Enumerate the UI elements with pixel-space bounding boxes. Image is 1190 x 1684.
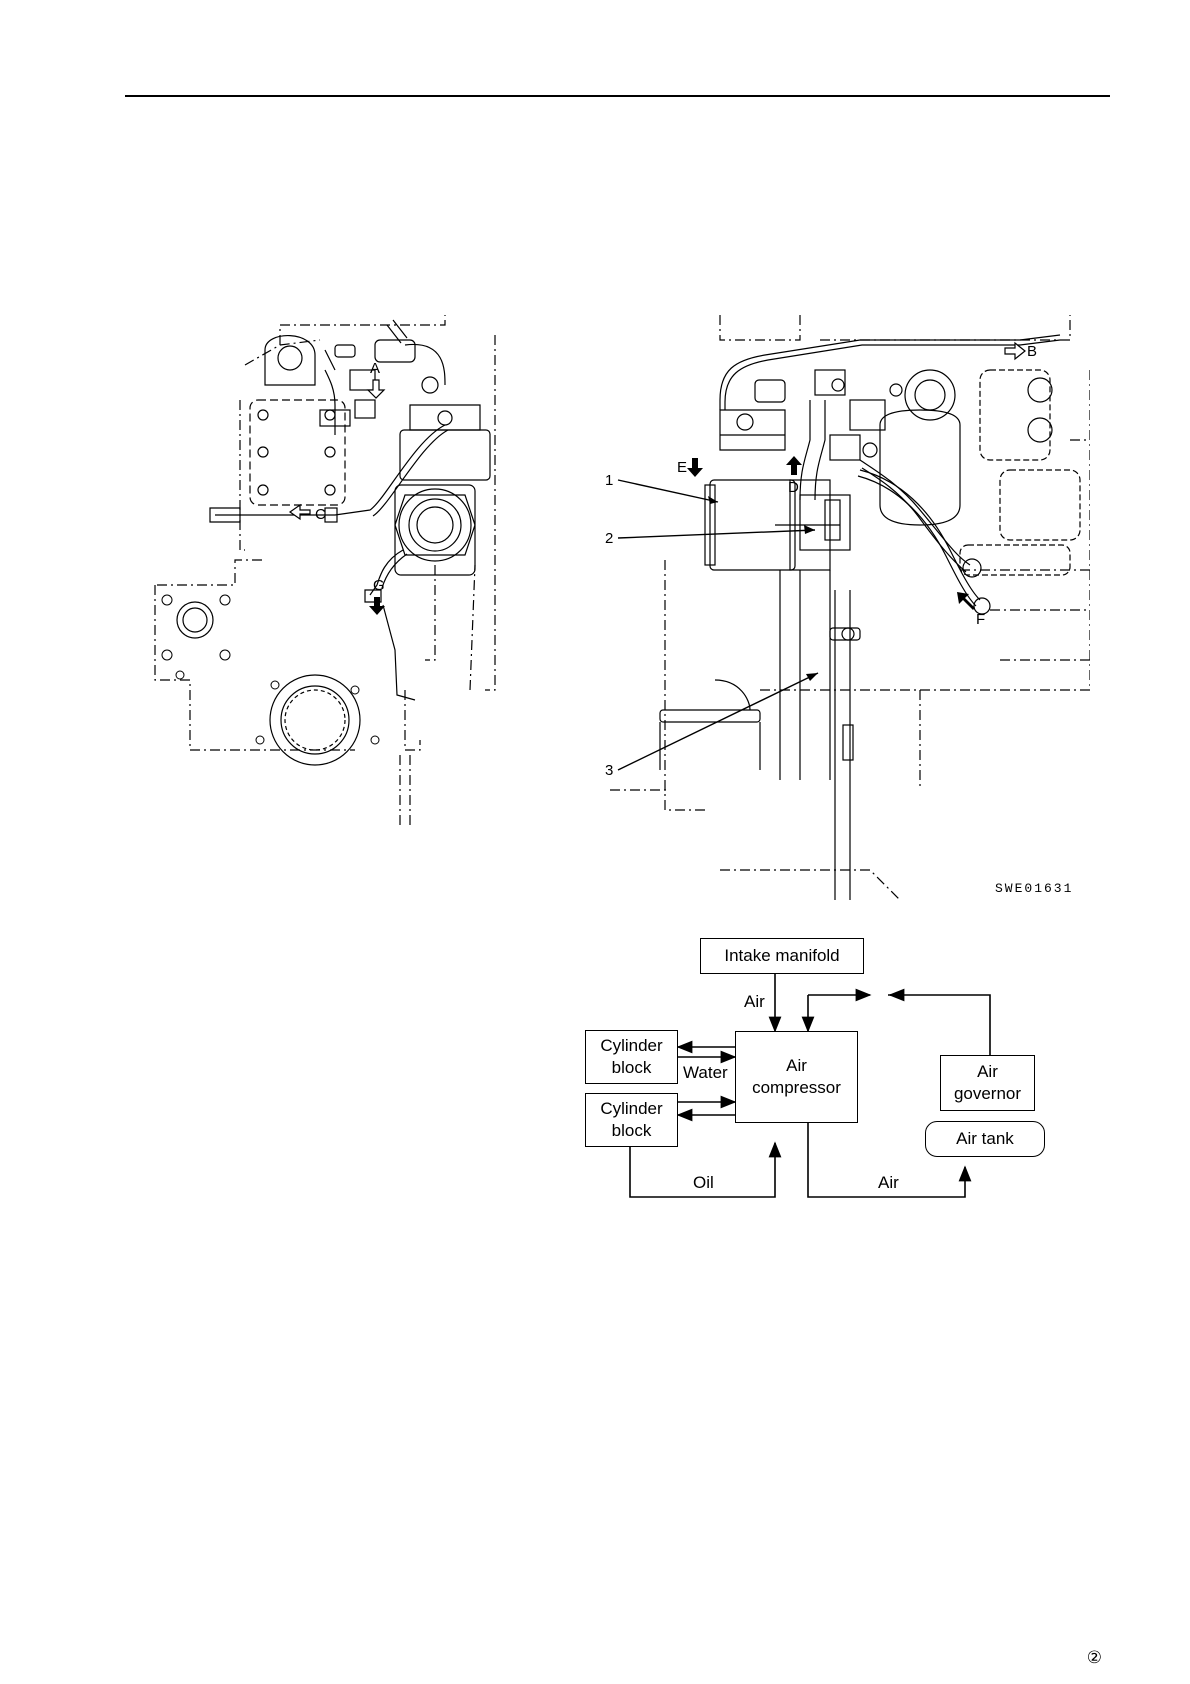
block-air-compressor: Air compressor bbox=[735, 1031, 858, 1123]
label-c: C bbox=[315, 506, 326, 523]
block-air-tank-label: Air tank bbox=[956, 1128, 1014, 1150]
engine-right-view-figure: 1 2 3 B D E F SWE01631 bbox=[600, 310, 1090, 900]
label-b: B bbox=[1027, 343, 1037, 360]
flow-label-air-in: Air bbox=[744, 992, 765, 1012]
flow-label-air-out: Air bbox=[878, 1173, 899, 1193]
label-a: A bbox=[370, 360, 380, 377]
callout-2: 2 bbox=[605, 530, 613, 547]
label-f: F bbox=[976, 611, 985, 628]
air-flow-diagram: Intake manifold Cylinder block Cylinder … bbox=[570, 935, 1100, 1205]
callout-1-leader bbox=[618, 480, 718, 502]
callout-1: 1 bbox=[605, 472, 613, 489]
callout-3-arrowhead bbox=[806, 673, 818, 681]
callout-2-leader bbox=[618, 530, 815, 538]
header-rule bbox=[125, 95, 1110, 97]
block-cylinder-block-bottom: Cylinder block bbox=[585, 1093, 678, 1147]
flow-label-water: Water bbox=[683, 1063, 728, 1083]
flow-label-oil: Oil bbox=[693, 1173, 714, 1193]
arrow-a-icon bbox=[368, 380, 384, 398]
block-intake-manifold: Intake manifold bbox=[700, 938, 864, 974]
block-air-governor: Air governor bbox=[940, 1055, 1035, 1111]
block-air-tank: Air tank bbox=[925, 1121, 1045, 1157]
block-air-governor-label: Air governor bbox=[954, 1061, 1021, 1105]
callout-3-leader bbox=[618, 673, 818, 770]
arrow-d-icon bbox=[786, 456, 802, 475]
arrow-e-icon bbox=[687, 458, 703, 477]
label-d: D bbox=[788, 479, 799, 496]
block-cylinder-block-top-label: Cylinder block bbox=[600, 1035, 662, 1079]
block-cylinder-block-top: Cylinder block bbox=[585, 1030, 678, 1084]
label-g: G bbox=[373, 577, 385, 594]
label-e: E bbox=[677, 459, 687, 476]
engine-left-view-drawing: A C G bbox=[145, 310, 525, 830]
block-cylinder-block-bottom-label: Cylinder block bbox=[600, 1098, 662, 1142]
engine-left-view-figure: A C G bbox=[145, 310, 525, 830]
figure-code: SWE01631 bbox=[995, 881, 1073, 896]
block-air-compressor-label: Air compressor bbox=[752, 1055, 841, 1099]
arrow-c-icon bbox=[290, 505, 310, 519]
callout-3: 3 bbox=[605, 762, 613, 779]
engine-right-view-drawing: 1 2 3 B D E F SWE01631 bbox=[600, 310, 1090, 900]
callout-2-arrowhead bbox=[804, 525, 815, 534]
block-intake-manifold-label: Intake manifold bbox=[724, 945, 839, 967]
arrow-g-icon bbox=[369, 597, 385, 615]
page-revision-mark: ② bbox=[1087, 1648, 1102, 1668]
